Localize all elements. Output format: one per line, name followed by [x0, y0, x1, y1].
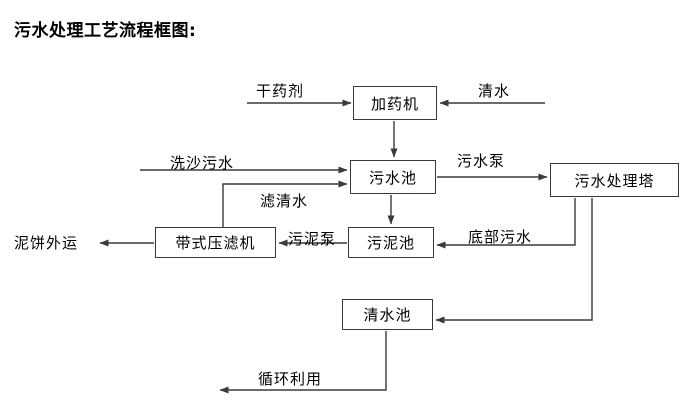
- edge-label-dry-chemical: 干药剂: [256, 82, 305, 100]
- edge-label-sludge-pump: 污泥泵: [288, 230, 337, 248]
- node-dosing-machine[interactable]: 加药机: [353, 86, 437, 120]
- node-sewage-pool-label: 污水池: [368, 168, 417, 187]
- node-clear-water-pool[interactable]: 清水池: [342, 299, 433, 330]
- node-belt-filter-press[interactable]: 带式压滤机: [155, 227, 276, 258]
- node-clear-water-pool-label: 清水池: [363, 306, 412, 324]
- edge-label-bottom-sewage: 底部污水: [468, 228, 533, 246]
- edge-label-sand-wash-sewage: 洗沙污水: [170, 154, 235, 172]
- node-sludge-pool-label: 污泥池: [366, 234, 415, 252]
- edge-label-clean-water: 清水: [478, 82, 511, 100]
- node-sewage-treatment-tower[interactable]: 污水处理塔: [550, 163, 679, 197]
- node-belt-filter-press-label: 带式压滤机: [175, 234, 256, 252]
- page-title: 污水处理工艺流程框图:: [14, 21, 197, 41]
- edge-belt-filter-press-to-sewage-pool: [222, 180, 348, 227]
- edge-treatment-tower-to-clear-water-pool: [435, 198, 593, 324]
- edge-label-recycle-reuse: 循环利用: [258, 370, 323, 388]
- node-sewage-treatment-tower-label: 污水处理塔: [574, 171, 655, 190]
- node-dosing-machine-label: 加药机: [370, 94, 419, 113]
- node-sewage-pool[interactable]: 污水池: [350, 160, 436, 194]
- edge-label-sewage-pump: 污水泵: [457, 152, 506, 170]
- terminal-label-mud-cake-out: 泥饼外运: [14, 234, 79, 252]
- edge-clear-water-pool-to-recycle: [219, 331, 387, 394]
- edge-treatment-tower-to-sludge-pool: [436, 198, 576, 249]
- node-sludge-pool[interactable]: 污泥池: [348, 227, 434, 258]
- edge-label-filtered-water: 滤清水: [260, 192, 309, 210]
